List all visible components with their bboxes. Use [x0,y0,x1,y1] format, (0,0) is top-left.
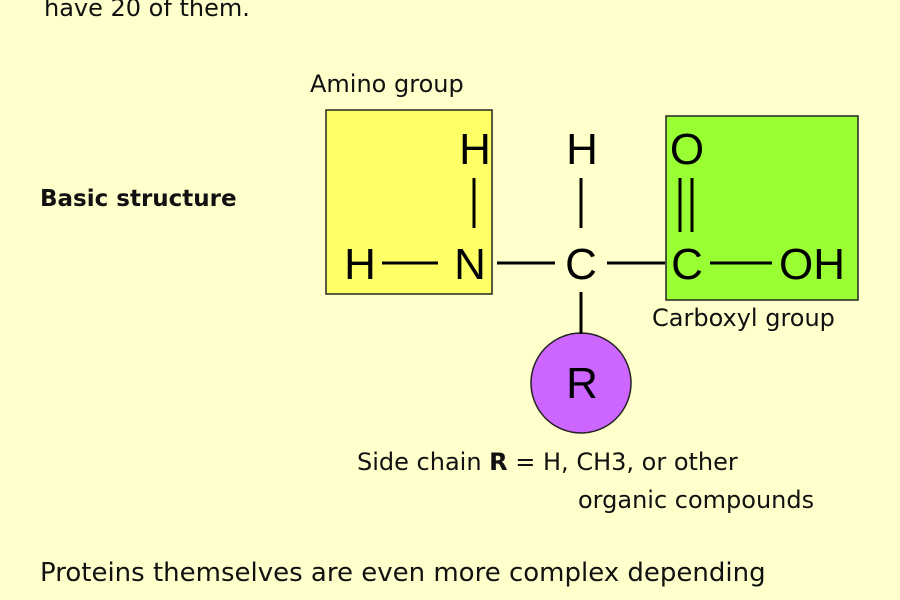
intro-text: have 20 of them. [44,0,250,22]
atom-r: R [566,359,598,408]
side-chain-caption-line1: Side chain R = H, CH3, or other [357,448,738,476]
atom-c-alpha: C [565,240,597,289]
side-chain-r-bold: R [489,448,508,476]
carboxyl-group-box [665,115,859,301]
basic-structure-label: Basic structure [40,186,237,212]
atom-h-top-c: H [566,125,598,174]
amino-group-label: Amino group [310,70,464,98]
atom-oh: OH [779,240,845,289]
side-chain-suffix: = H, CH3, or other [507,448,738,476]
footer-text: Proteins themselves are even more comple… [40,558,766,588]
side-chain-prefix: Side chain [357,448,490,476]
atom-h-left: H [344,240,376,289]
side-chain-caption-line2: organic compounds [578,486,815,514]
atom-c-carboxyl: C [671,240,703,289]
atom-n: N [454,240,486,289]
carboxyl-group-label: Carboxyl group [652,304,835,332]
atom-o-top: O [670,125,704,174]
atom-h-top-n: H [459,125,491,174]
